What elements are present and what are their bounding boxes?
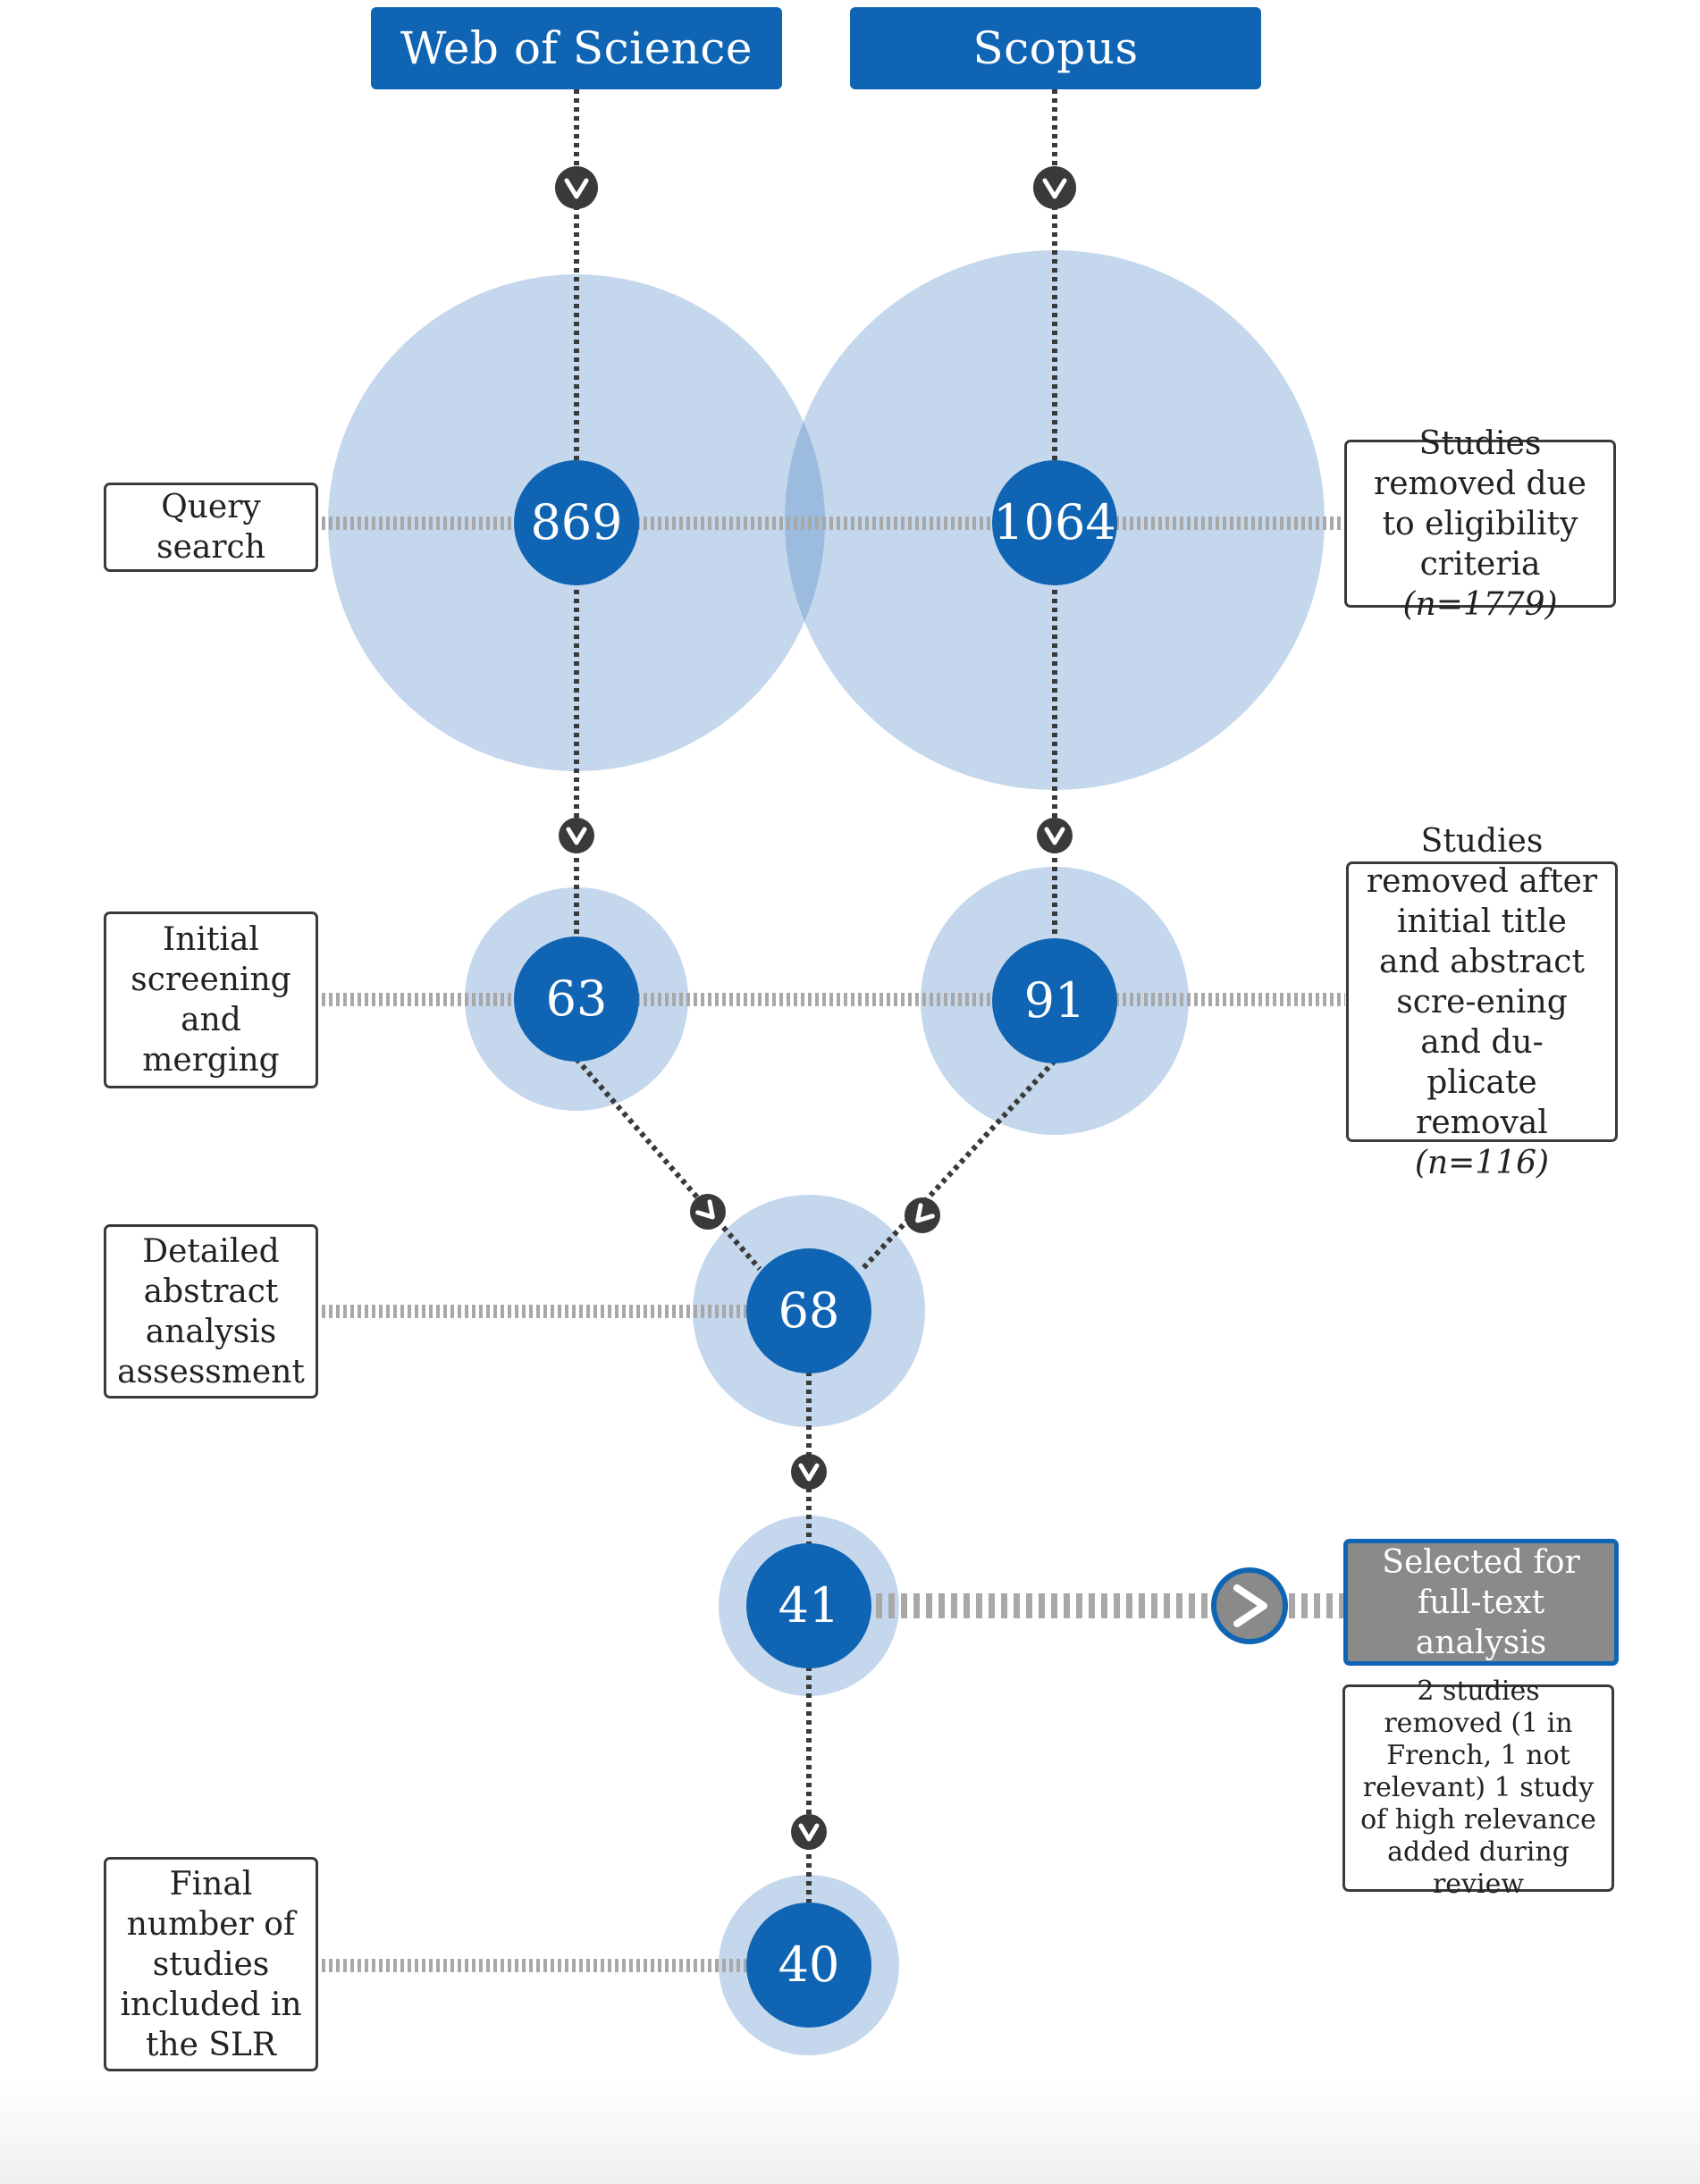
count-fulltext: 41 xyxy=(746,1543,871,1668)
count-abstract-assessed: 68 xyxy=(746,1248,871,1373)
removed-eligibility-n: (n=1779) xyxy=(1402,585,1558,623)
stage-detailed-abstract: Detailed abstract analysis assessment xyxy=(104,1224,318,1399)
selected-fulltext: Selected for full-text analysis xyxy=(1343,1539,1619,1666)
source-web-of-science: Web of Science xyxy=(371,7,782,89)
chevron-down-icon xyxy=(559,818,594,853)
removed-screening-text: Studies removed after initial title and … xyxy=(1366,822,1598,1141)
removed-screening-n: (n=116) xyxy=(1414,1144,1550,1181)
stage-final-number-text: Final number of studies included in the … xyxy=(120,1865,302,2063)
chevron-down-icon xyxy=(1037,818,1073,853)
count-scopus-query: 1064 xyxy=(992,460,1117,585)
chevron-down-icon xyxy=(555,166,598,209)
final-row-line xyxy=(317,1959,746,1972)
abstract-row-line xyxy=(317,1305,746,1318)
stage-initial-screening: Initial screening and merging xyxy=(104,911,318,1088)
count-wos-query: 869 xyxy=(514,460,639,585)
stage-query-search-text: Query search xyxy=(156,489,265,566)
stage-detailed-abstract-text: Detailed abstract analysis assessment xyxy=(117,1232,305,1390)
stage-initial-screening-text: Initial screening and merging xyxy=(130,921,291,1079)
count-final: 40 xyxy=(746,1903,871,2028)
chevron-down-icon xyxy=(791,1814,827,1850)
fulltext-note-text: 2 studies removed (1 in French, 1 not re… xyxy=(1360,1676,1596,1900)
bottom-fade xyxy=(0,2082,1700,2184)
removed-screening: Studies removed after initial title and … xyxy=(1346,823,1618,1181)
chevron-down-icon xyxy=(905,1197,940,1233)
chevron-down-icon xyxy=(690,1194,726,1230)
chevron-right-icon xyxy=(1211,1567,1288,1644)
count-scopus-screened: 91 xyxy=(992,938,1117,1063)
removed-eligibility-text: Studies removed due to eligibility crite… xyxy=(1374,424,1586,583)
fulltext-note: 2 studies removed (1 in French, 1 not re… xyxy=(1342,1676,1614,1900)
chevron-down-icon xyxy=(1033,166,1076,209)
chevron-down-icon xyxy=(791,1454,827,1490)
stage-final-number: Final number of studies included in the … xyxy=(104,1857,318,2071)
screening-row-line xyxy=(317,993,1345,1006)
source-scopus: Scopus xyxy=(850,7,1261,89)
stage-query-search: Query search xyxy=(104,483,318,572)
selected-fulltext-text: Selected for full-text analysis xyxy=(1382,1543,1580,1661)
removed-eligibility: Studies removed due to eligibility crite… xyxy=(1344,425,1616,623)
count-wos-screened: 63 xyxy=(514,937,639,1062)
query-row-line xyxy=(317,517,1345,530)
